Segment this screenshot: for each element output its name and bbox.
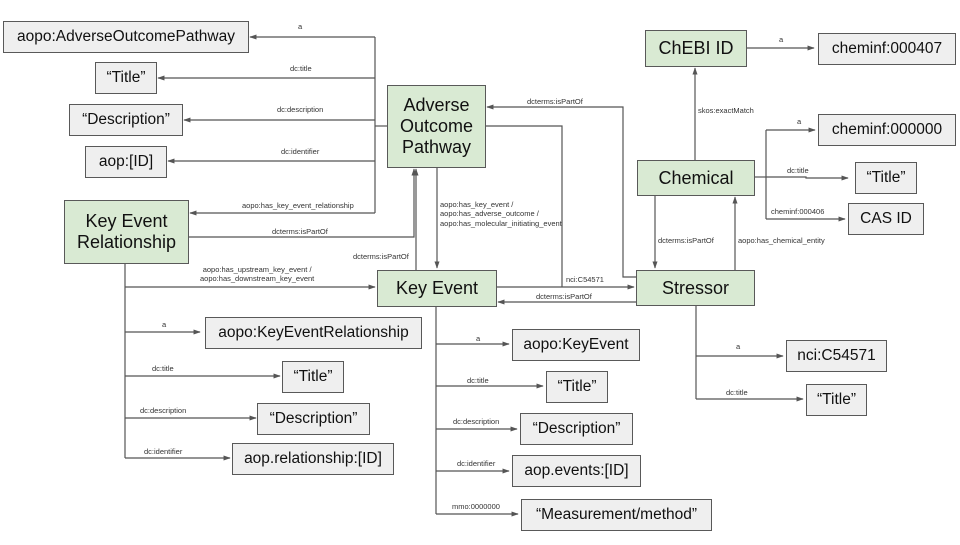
label-ker-description: dc:description: [140, 406, 187, 415]
node-ke-method: “Measurement/method”: [521, 499, 712, 531]
node-key-event: Key Event: [377, 270, 497, 307]
label-chem-exactmatch: skos:exactMatch: [698, 106, 754, 115]
node-key-event-relationship: Key Event Relationship: [64, 200, 189, 264]
node-ke-type: aopo:KeyEvent: [512, 329, 640, 361]
label-ker-a: a: [162, 320, 167, 329]
node-aop-description: “Description”: [69, 104, 183, 136]
label-stressor-has-chem: aopo:has_chemical_entity: [738, 236, 825, 245]
label-chem-ispartof: dcterms:isPartOf: [658, 236, 714, 245]
edge-chem-title: [766, 175, 849, 181]
node-chebi-type: cheminf:000407: [818, 33, 956, 65]
label-ke-a: a: [476, 334, 481, 343]
label-chem-title: dc:title: [787, 166, 809, 175]
label-ke-stressor: nci:C54571: [566, 275, 604, 284]
label-ke-title: dc:title: [467, 376, 489, 385]
node-ker-type: aopo:KeyEventRelationship: [205, 317, 422, 349]
label-stressor-a: a: [736, 342, 741, 351]
label-aop-has-ke-line1: aopo:has_key_event /: [440, 200, 514, 209]
node-stressor: Stressor: [636, 270, 755, 306]
node-chem-title: “Title”: [855, 162, 917, 194]
label-aop-description: dc:description: [277, 105, 324, 114]
node-aop-id: aop:[ID]: [85, 146, 167, 178]
label-aop-a: a: [298, 22, 303, 31]
node-chebi-id: ChEBI ID: [645, 30, 747, 67]
label-ker-has-ke: aopo:has_upstream_key_event / aopo:has_d…: [200, 265, 314, 284]
edge-ker-aop: [188, 168, 417, 238]
node-ker-id: aop.relationship:[ID]: [232, 443, 394, 475]
label-aop-title: dc:title: [290, 64, 312, 73]
label-ke-description: dc:description: [453, 417, 500, 426]
node-ke-id: aop.events:[ID]: [512, 455, 641, 487]
label-chebi-a: a: [779, 35, 784, 44]
label-chem-a: a: [797, 117, 802, 126]
node-ke-title: “Title”: [546, 371, 608, 403]
label-aop-has-ke: aopo:has_key_event / aopo:has_adverse_ou…: [440, 200, 562, 228]
label-ke-ispartof-aop: dcterms:isPartOf: [353, 252, 409, 261]
label-ker-has-ke-line2: aopo:has_downstream_key_event: [200, 274, 315, 284]
label-ker-title: dc:title: [152, 364, 174, 373]
label-ker-identifier: dc:identifier: [144, 447, 183, 456]
node-chem-type: cheminf:000000: [818, 114, 956, 146]
node-aop-type: aopo:AdverseOutcomePathway: [3, 21, 249, 53]
label-stressor-ispartof-ke: dcterms:isPartOf: [536, 292, 592, 301]
label-stressor-ispartof-aop: dcterms:isPartOf: [527, 97, 583, 106]
label-ker-ispartof: dcterms:isPartOf: [272, 227, 328, 236]
label-stressor-title: dc:title: [726, 388, 748, 397]
node-stressor-title: “Title”: [806, 384, 867, 416]
node-ker-description: “Description”: [257, 403, 370, 435]
node-ke-description: “Description”: [520, 413, 633, 445]
node-stressor-type: nci:C54571: [786, 340, 887, 372]
edge-stressor-aop: [486, 104, 636, 278]
label-ke-method: mmo:0000000: [452, 502, 500, 511]
label-aop-has-ke-line2: aopo:has_adverse_outcome /: [440, 209, 539, 219]
node-chemical: Chemical: [637, 160, 755, 196]
label-ke-identifier: dc:identifier: [457, 459, 496, 468]
node-chem-cas: CAS ID: [848, 203, 924, 235]
label-chem-cas: cheminf:000406: [771, 207, 825, 216]
node-aop-title: “Title”: [95, 62, 157, 94]
label-aop-has-ke-line3: aopo:has_molecular_initiating_event: [440, 218, 562, 228]
label-aop-identifier: dc:identifier: [281, 147, 320, 156]
node-ker-title: “Title”: [282, 361, 344, 393]
label-aop-has-ker: aopo:has_key_event_relationship: [242, 201, 354, 210]
label-ker-has-ke-line1: aopo:has_upstream_key_event /: [202, 265, 312, 274]
node-adverse-outcome-pathway: Adverse Outcome Pathway: [387, 85, 486, 168]
edge-aop-stressor-line: [485, 125, 563, 287]
